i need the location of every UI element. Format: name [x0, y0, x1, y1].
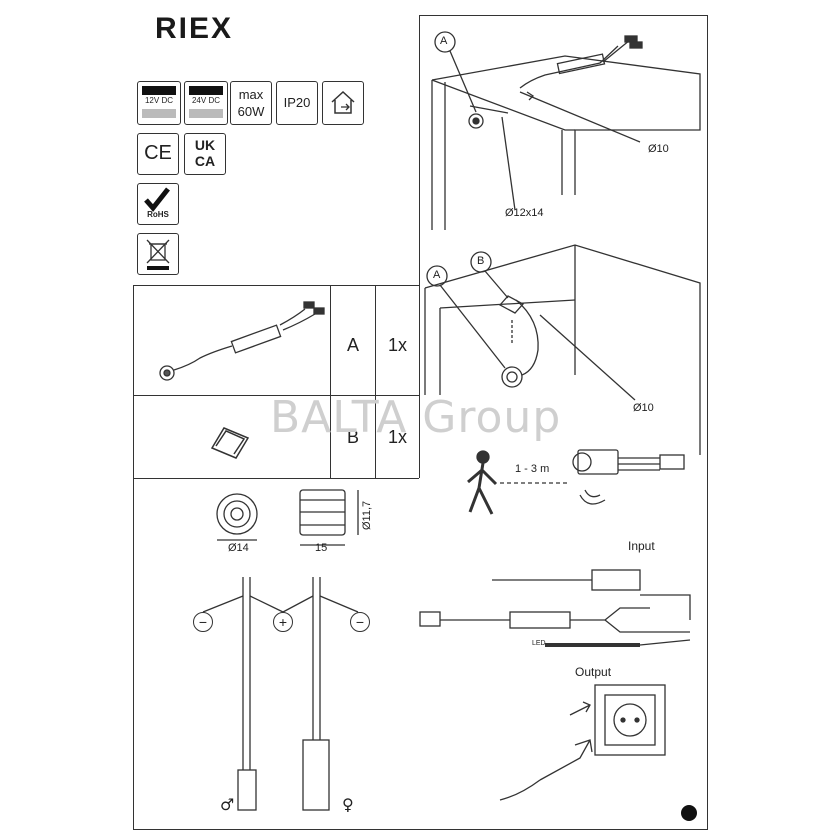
dimension-diameter: Ø14 — [228, 542, 249, 554]
contents-table-bottom — [133, 478, 419, 479]
sensor-dimensions — [216, 489, 359, 546]
contents-table-v2 — [375, 285, 376, 478]
voltage-12-badge: 12V DC — [137, 81, 181, 125]
ce-mark: CE — [144, 142, 172, 164]
ukca-top: UK — [194, 137, 216, 153]
contents-table-v3 — [419, 285, 420, 478]
callout-b: B — [477, 255, 485, 267]
contents-qty-b: 1x — [388, 427, 408, 447]
frame-top — [419, 15, 707, 16]
ukca-bottom: CA — [194, 153, 216, 169]
callout-a-top: A — [440, 35, 448, 47]
ip-rating-value: IP20 — [283, 95, 311, 110]
indoor-badge — [322, 81, 364, 125]
led-label: LED — [532, 640, 546, 647]
wiring-diagram — [419, 569, 691, 647]
output-label: Output — [575, 665, 612, 679]
polarity-minus-right: − — [350, 612, 370, 632]
frame-left — [133, 285, 134, 830]
rohs-label: RoHS — [147, 210, 169, 219]
clip-b-illustration — [210, 427, 250, 459]
cable-ends-drawing — [202, 577, 359, 811]
crossed-bin-icon — [146, 239, 170, 270]
input-label: Input — [628, 539, 655, 553]
voltage-12-label: 12V DC — [144, 96, 173, 105]
frame-right-top — [419, 15, 420, 285]
hole-10-label: Ø10 — [648, 143, 669, 155]
ukca-badge: UK CA — [184, 133, 226, 175]
contents-table-v1 — [330, 285, 331, 478]
ce-badge: CE — [137, 133, 179, 175]
motion-sensor-diagram — [467, 449, 685, 515]
ip-rating-badge: IP20 — [276, 81, 318, 125]
cabinet-installation-top — [431, 31, 701, 230]
female-symbol: ♀ — [342, 795, 354, 814]
contents-item-a: A — [347, 335, 360, 355]
contents-table-h — [133, 395, 419, 396]
polarity-plus: + — [273, 612, 293, 632]
max-power-badge: max 60W — [230, 81, 272, 125]
rohs-badge: RoHS — [137, 183, 179, 225]
wall-socket-illustration — [499, 684, 666, 801]
sensor-a-illustration — [159, 301, 325, 381]
contents-item-b: B — [347, 427, 360, 447]
checkmark-icon — [144, 187, 170, 212]
polarity-minus-left: − — [193, 612, 213, 632]
hole-10-b-label: Ø10 — [633, 402, 654, 414]
callout-a-bottom: A — [433, 269, 441, 281]
contents-qty-a: 1x — [388, 335, 408, 355]
house-icon — [331, 90, 355, 114]
hole-12x14-label: Ø12x14 — [505, 207, 544, 219]
riex-mark-icon — [681, 805, 697, 821]
frame-mid-h — [133, 285, 419, 286]
max-label: max — [238, 87, 264, 102]
voltage-24-label: 24V DC — [191, 96, 220, 105]
max-power-value: 60W — [237, 104, 265, 119]
weee-badge — [137, 233, 179, 275]
dimension-depth: Ø11,7 — [361, 500, 373, 530]
sensor-range: 1 - 3 m — [515, 463, 550, 475]
frame-right — [707, 15, 708, 830]
brand-logo: RIEX — [155, 12, 234, 45]
watermark: BALTA Group — [270, 392, 562, 443]
dimension-length: 15 — [315, 542, 328, 554]
cabinet-installation-bottom — [424, 244, 701, 455]
male-symbol: ♂ — [220, 795, 235, 814]
voltage-24-badge: 24V DC — [184, 81, 228, 125]
